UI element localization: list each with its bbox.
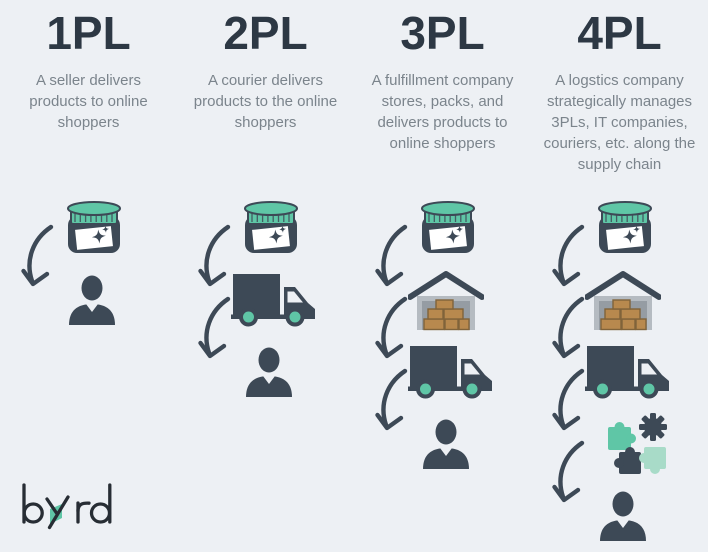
curved-arrow-icon: [374, 224, 412, 294]
online-shopper-icon: [177, 342, 354, 402]
column-3pl: 3PL A fulfillment company stores, packs,…: [354, 0, 531, 552]
column-1pl-flow: [0, 198, 177, 552]
byrd-logo-icon: [22, 483, 112, 530]
curved-arrow-icon: [551, 368, 589, 438]
column-4pl-title: 4PL: [577, 7, 662, 59]
column-3pl-flow: [354, 198, 531, 552]
column-1pl-title: 1PL: [46, 7, 131, 59]
curved-arrow-icon: [20, 224, 58, 294]
column-4pl: 4PL A logstics company strategically man…: [531, 0, 708, 552]
curved-arrow-icon: [551, 224, 589, 294]
curved-arrow-icon: [551, 296, 589, 366]
curved-arrow-icon: [551, 440, 589, 510]
online-shopper-icon: [531, 486, 708, 546]
column-3pl-description: A fulfillment company stores, packs, and…: [371, 72, 514, 152]
curved-arrow-icon: [197, 296, 235, 366]
column-1pl: 1PL A seller delivers products to online…: [0, 0, 177, 552]
online-shopper-icon: [0, 270, 177, 330]
column-3pl-title: 3PL: [400, 7, 485, 59]
column-1pl-description: A seller delivers products to online sho…: [29, 72, 148, 131]
column-4pl-flow: [531, 198, 708, 552]
curved-arrow-icon: [374, 296, 412, 366]
column-4pl-description: A logstics company strategically manages…: [543, 72, 696, 173]
column-2pl: 2PL A courier delivers products to the o…: [177, 0, 354, 552]
curved-arrow-icon: [197, 224, 235, 294]
column-2pl-flow: [177, 198, 354, 552]
curved-arrow-icon: [374, 368, 412, 438]
online-shopper-icon: [354, 414, 531, 474]
column-2pl-title: 2PL: [223, 7, 308, 59]
column-2pl-description: A courier delivers products to the onlin…: [193, 72, 338, 131]
